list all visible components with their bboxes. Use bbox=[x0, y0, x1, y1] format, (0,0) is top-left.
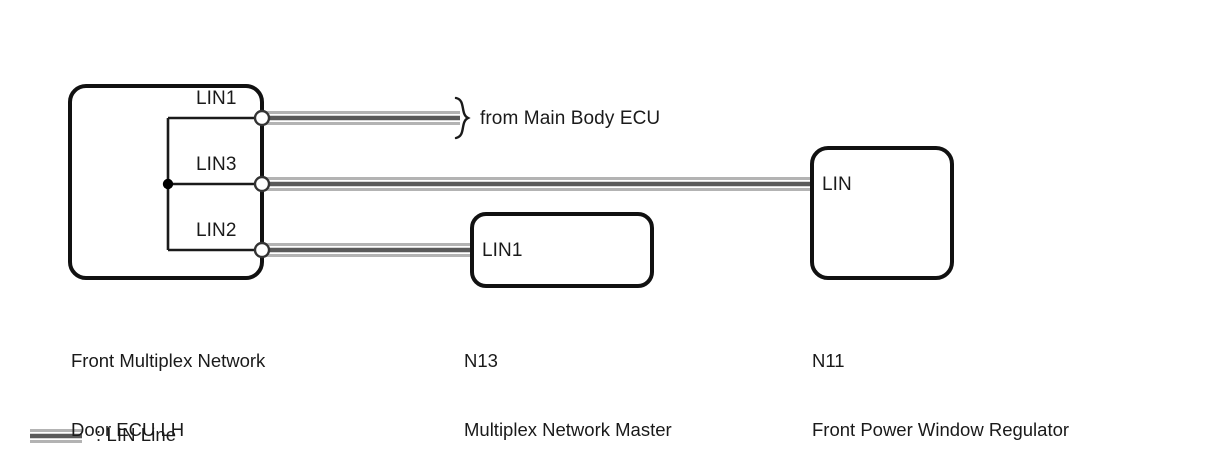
terminal-lin2[interactable] bbox=[253, 241, 271, 259]
caption-n13: N13 Multiplex Network Master Switch Asse… bbox=[464, 303, 672, 474]
legend-label: : LIN Line bbox=[96, 424, 177, 445]
terminal-label-lin3: LIN3 bbox=[196, 154, 237, 175]
terminal-lin3[interactable] bbox=[253, 175, 271, 193]
caption-line: Door ECU LH bbox=[71, 419, 185, 440]
junction-dot bbox=[162, 178, 174, 190]
terminal-label-lin1: LIN1 bbox=[196, 88, 237, 109]
ecu-internal-wiring bbox=[162, 116, 262, 252]
wire-lin2-to-n13 bbox=[262, 243, 472, 257]
caption-line: N11 bbox=[812, 350, 845, 371]
caption-n11: N11 Front Power Window Regulator Motor A… bbox=[812, 303, 1069, 474]
legend-lin-line-sample-icon bbox=[30, 429, 82, 443]
from-main-body-ecu-label: from Main Body ECU bbox=[480, 108, 661, 129]
n13-multiplex-network-master-switch-box bbox=[470, 212, 654, 288]
wire-break-brace-icon bbox=[454, 96, 471, 140]
n13-port-label: LIN1 bbox=[482, 240, 523, 261]
n11-front-power-window-regulator-motor-box bbox=[810, 146, 954, 280]
wire-lin3-to-n11 bbox=[262, 177, 812, 191]
caption-line: Multiplex Network Master bbox=[464, 419, 672, 440]
terminal-lin1[interactable] bbox=[253, 109, 271, 127]
caption-front-multiplex-network-door-ecu: Front Multiplex Network Door ECU LH bbox=[71, 303, 265, 474]
terminal-label-lin2: LIN2 bbox=[196, 220, 237, 241]
n11-port-label: LIN bbox=[822, 174, 852, 195]
wire-lin1-to-main-body-ecu bbox=[262, 111, 460, 125]
caption-line: N13 bbox=[464, 350, 498, 371]
caption-line: Front Power Window Regulator bbox=[812, 419, 1070, 440]
caption-line: Front Multiplex Network bbox=[71, 350, 266, 371]
